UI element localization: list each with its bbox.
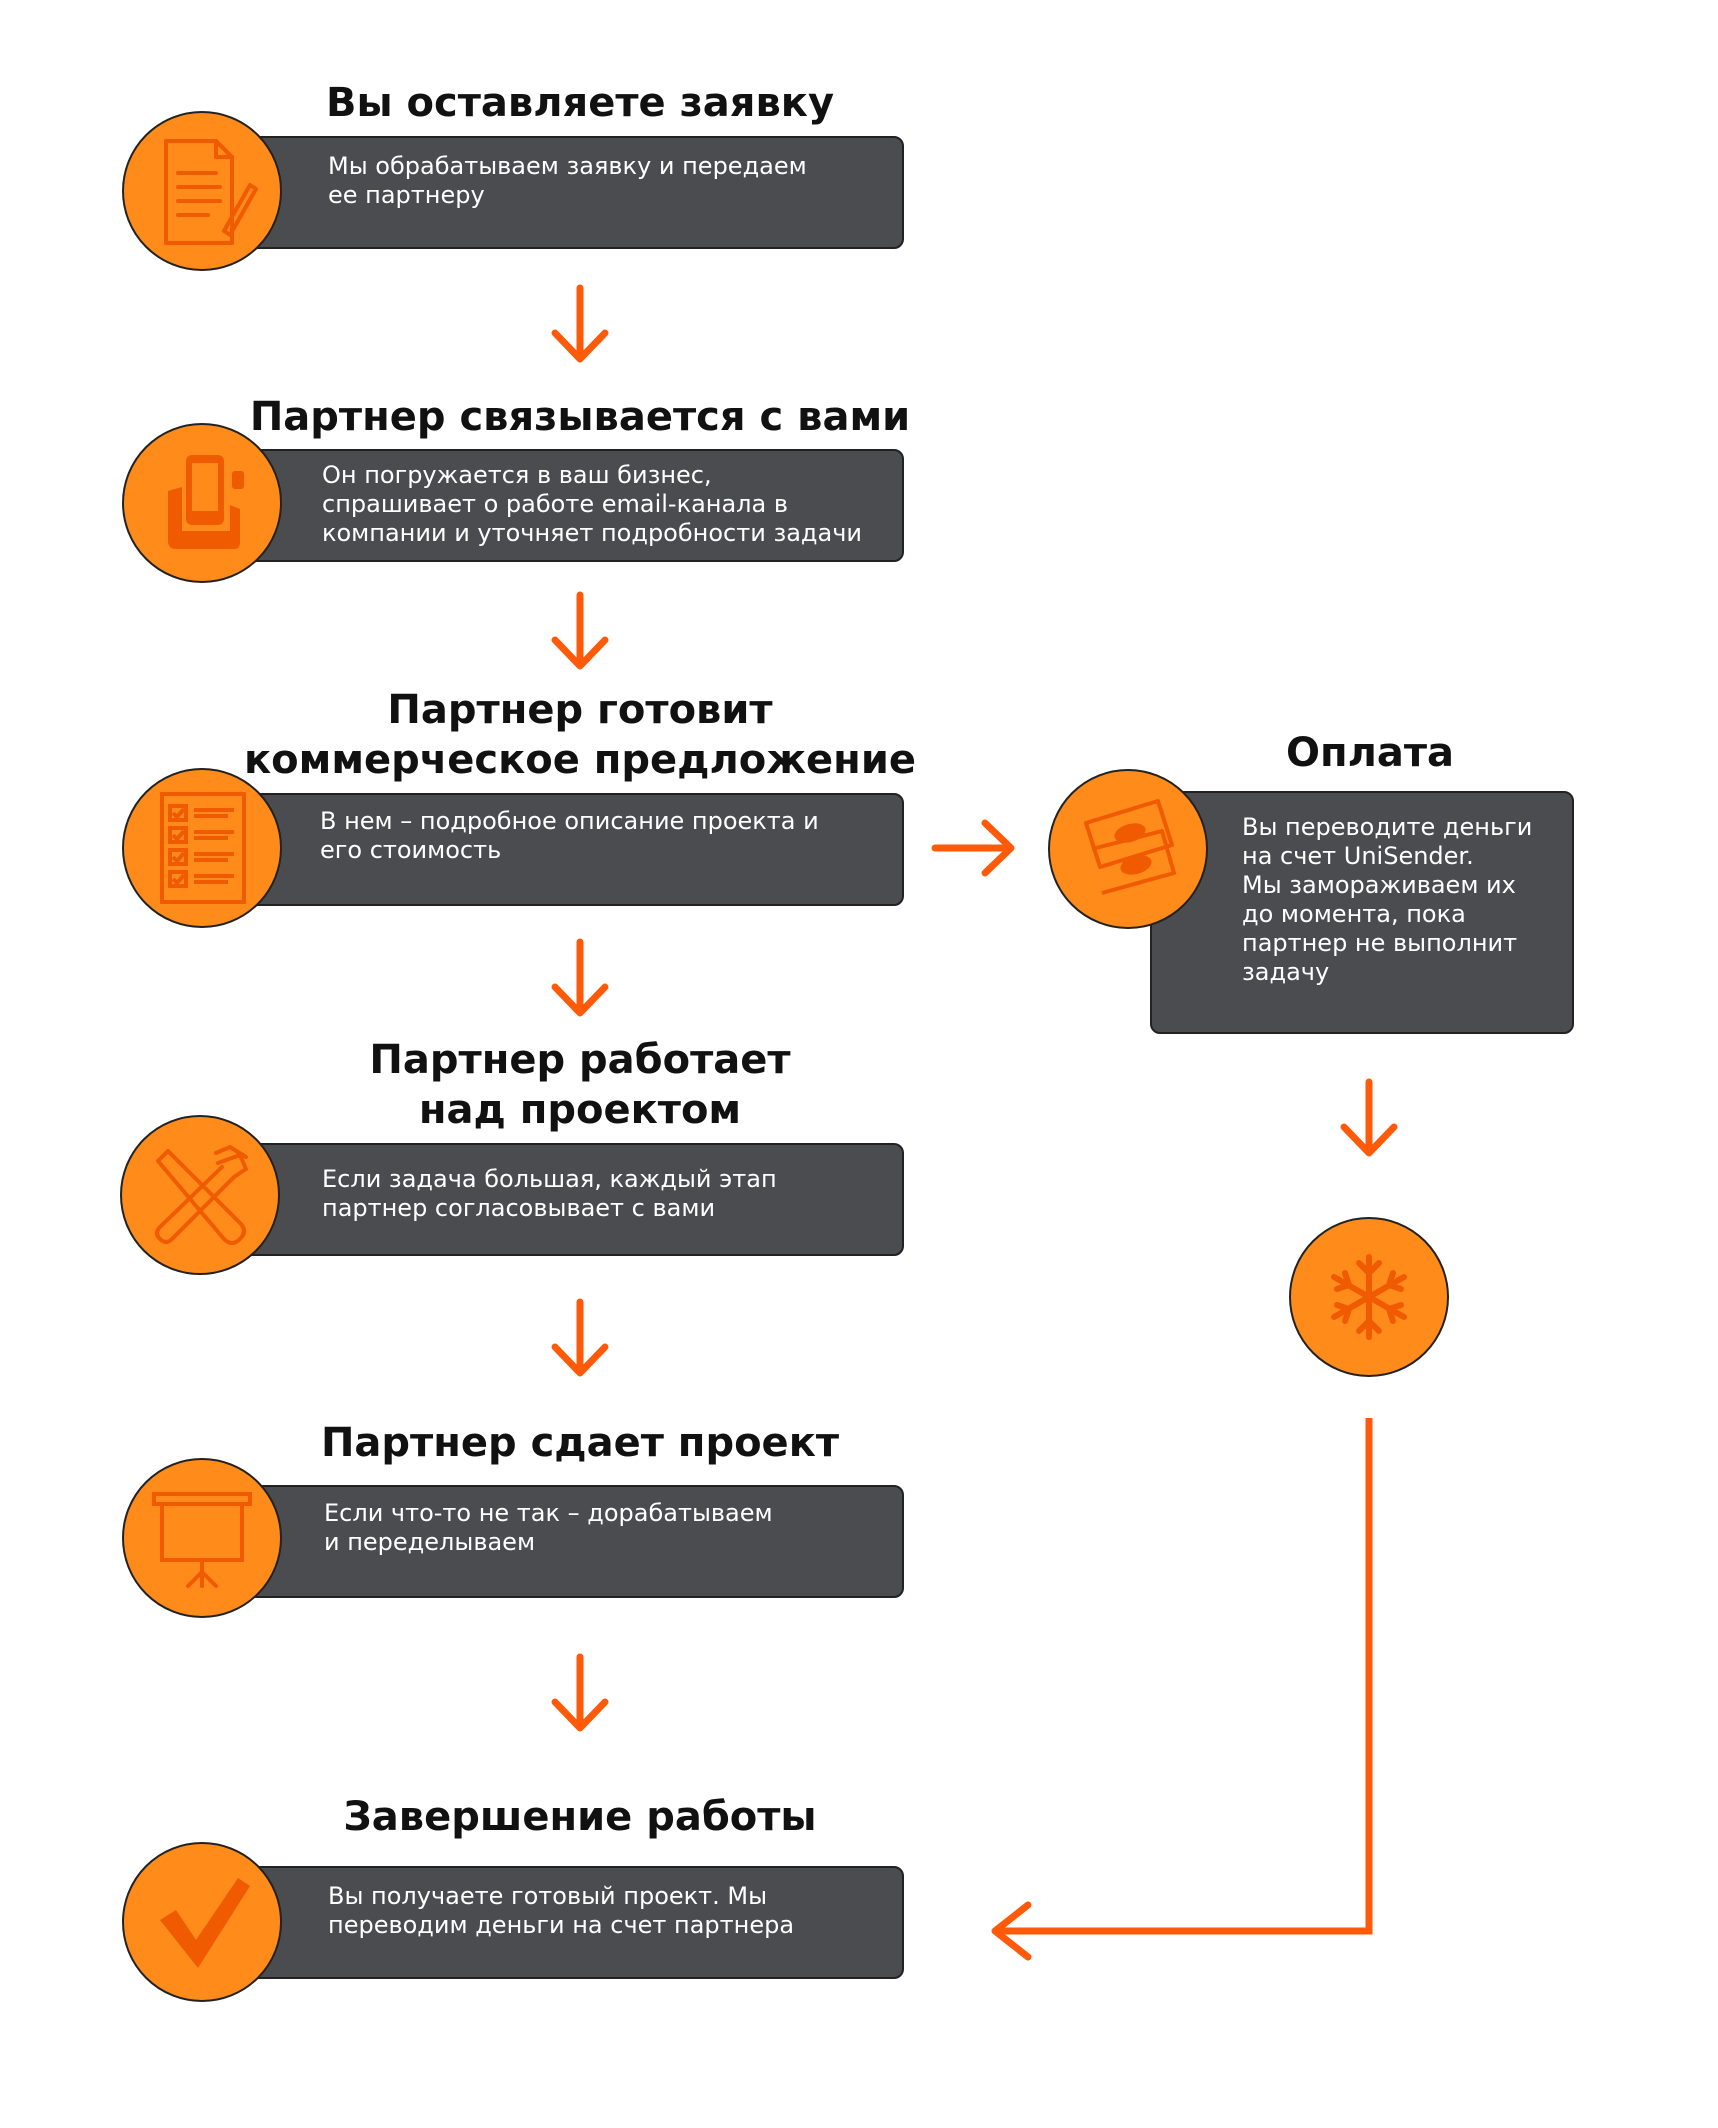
- money-icon: [1084, 799, 1176, 895]
- step-3-description: В нем – подробное описание проекта и его…: [320, 807, 819, 864]
- step-2-circle: [122, 423, 282, 583]
- step-3-circle: [122, 768, 282, 928]
- step-5-description: Если что-то не так – дорабатываем и пере…: [324, 1499, 773, 1556]
- step-5-box: Если что-то не так – дорабатываем и пере…: [200, 1485, 904, 1598]
- step-6-title: Завершение работы: [343, 1794, 817, 1840]
- arrow-down-4: [551, 1298, 609, 1377]
- arrow-down-3: [551, 938, 609, 1017]
- step-1-description: Мы обрабатываем заявку и передаем ее пар…: [328, 152, 807, 209]
- payment-box: Вы переводите деньги на счет UniSender. …: [1150, 791, 1574, 1034]
- presentation-icon: [152, 1492, 252, 1588]
- payment-title: Оплата: [1285, 730, 1455, 776]
- arrow-down-2: [551, 591, 609, 670]
- step-1-circle: [122, 111, 282, 271]
- step-6-description: Вы получаете готовый проект. Мы переводи…: [328, 1882, 795, 1939]
- arrow-down-1: [551, 284, 609, 363]
- step-4-title: Партнер работает над проектом: [369, 1037, 791, 1133]
- step-3-box: В нем – подробное описание проекта и его…: [200, 793, 904, 906]
- arrow-down-5: [551, 1653, 609, 1732]
- step-6-circle: [122, 1842, 282, 2002]
- step-4-box: Если задача большая, каждый этап партнер…: [200, 1143, 904, 1256]
- freeze-circle: [1289, 1217, 1449, 1377]
- step-5-circle: [122, 1458, 282, 1618]
- step-5-title: Партнер сдает проект: [320, 1420, 840, 1466]
- phone-icon: [168, 455, 244, 549]
- step-4-circle: [120, 1115, 280, 1275]
- arrow-right-to-payment: [931, 819, 1015, 877]
- step-3-title: Партнер готовит коммерческое предложение: [244, 687, 916, 783]
- step-2-title: Партнер связывается с вами: [249, 394, 911, 440]
- step-1-title: Вы оставляете заявку: [325, 80, 835, 126]
- step-4-description: Если задача большая, каждый этап партнер…: [322, 1165, 777, 1222]
- step-2-box: Он погружается в ваш бизнес, спрашивает …: [200, 449, 904, 562]
- arrow-down-payment: [1340, 1078, 1398, 1157]
- checkmark-icon: [160, 1878, 250, 1968]
- checklist-icon: [160, 792, 246, 904]
- tools-icon: [155, 1145, 248, 1245]
- step-2-description: Он погружается в ваш бизнес, спрашивает …: [322, 461, 862, 547]
- document-icon: [164, 139, 258, 245]
- step-6-box: Вы получаете готовый проект. Мы переводи…: [200, 1866, 904, 1979]
- step-1-box: Мы обрабатываем заявку и передаем ее пар…: [200, 136, 904, 249]
- connector-arrowhead: [991, 1901, 1032, 1961]
- payment-description: Вы переводите деньги на счет UniSender. …: [1242, 813, 1533, 986]
- payment-circle: [1048, 769, 1208, 929]
- snowflake-icon: [1331, 1254, 1407, 1340]
